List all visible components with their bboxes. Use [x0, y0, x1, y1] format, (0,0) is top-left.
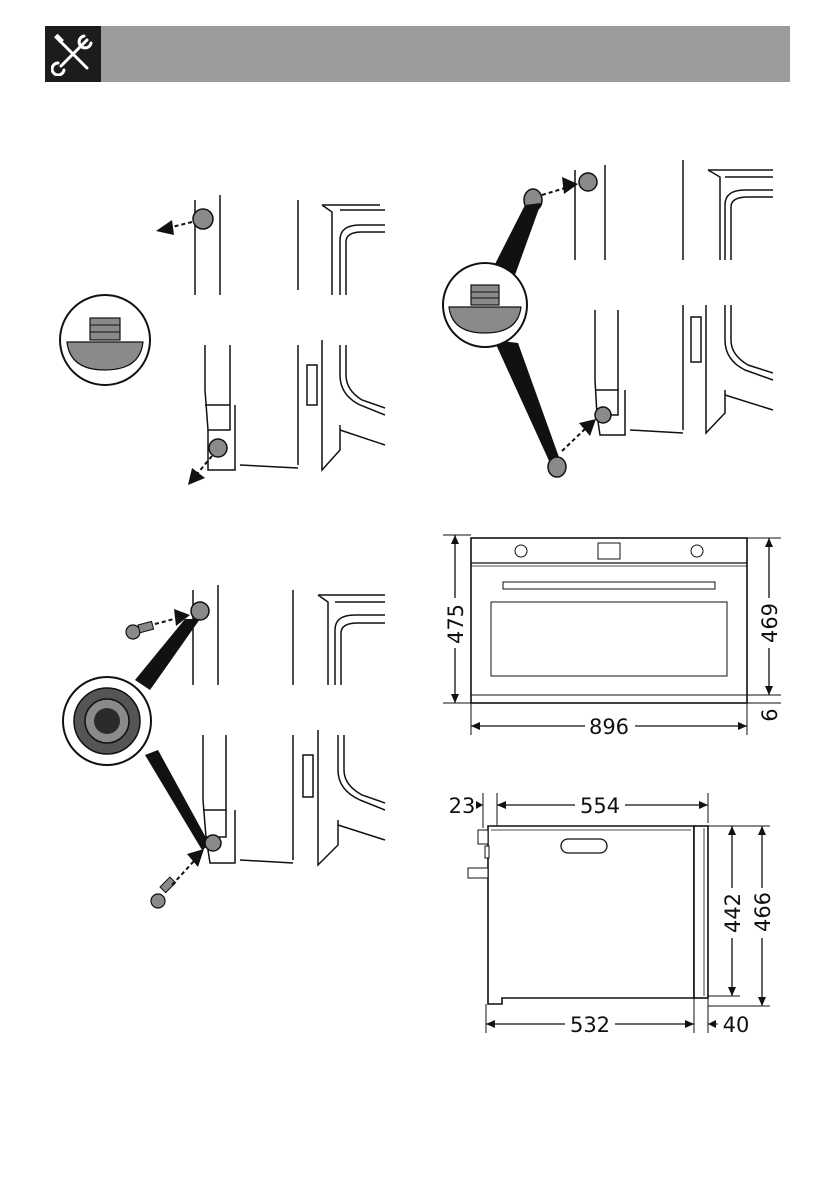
figure-insert-caps: [440, 155, 780, 485]
dimension-door-thickness: 40: [723, 1013, 750, 1037]
header-bar: [45, 26, 790, 82]
knob-side-icon: [478, 830, 488, 844]
knob-side-lower-icon: [468, 868, 488, 878]
screw-lower-icon: [151, 877, 176, 908]
dimension-height-right: 469: [758, 603, 782, 643]
knob-right-icon: [691, 545, 703, 557]
tools-icon: [45, 26, 101, 82]
screw-hole-detail-icon: [63, 677, 151, 765]
dimension-depth-top: 554: [580, 794, 620, 818]
dimension-knob-depth: 23: [449, 794, 476, 818]
cap-lower-inserted: [595, 407, 611, 423]
dimension-total-height: 466: [751, 892, 775, 932]
vent-slot: [561, 839, 607, 853]
arrow-up-right-icon: [579, 419, 596, 436]
door-side: [694, 826, 708, 998]
cap-upper: [193, 209, 213, 229]
figure-remove-caps: [40, 180, 400, 490]
figure-fix-screws: [60, 575, 400, 920]
dimension-depth-bottom: 532: [570, 1013, 610, 1037]
dimension-body-height: 442: [721, 893, 745, 933]
arrow-up-right-icon: [187, 849, 204, 867]
dimension-height-left: 475: [444, 604, 468, 644]
screw-hole-upper: [191, 602, 209, 620]
display-icon: [598, 543, 620, 559]
knob-left-icon: [515, 545, 527, 557]
cap-upper-inserted: [579, 173, 597, 191]
figure-front-dimensions: 475 469 6 896: [435, 530, 805, 745]
dimension-width: 896: [589, 715, 629, 739]
door-window: [491, 602, 727, 676]
screw-hole-lower: [205, 835, 221, 851]
cap-detail-icon: [443, 263, 527, 347]
arrow-down-left-icon: [188, 468, 205, 485]
door-handle: [503, 582, 715, 589]
cap-detail-icon: [60, 295, 150, 385]
cap-lower: [209, 439, 227, 457]
arrow-left-icon: [156, 220, 174, 235]
dimension-bottom-gap: 6: [758, 708, 782, 721]
figure-side-dimensions: 23 554 442 466 532 40: [440, 788, 780, 1043]
screw-upper-icon: [126, 621, 154, 639]
